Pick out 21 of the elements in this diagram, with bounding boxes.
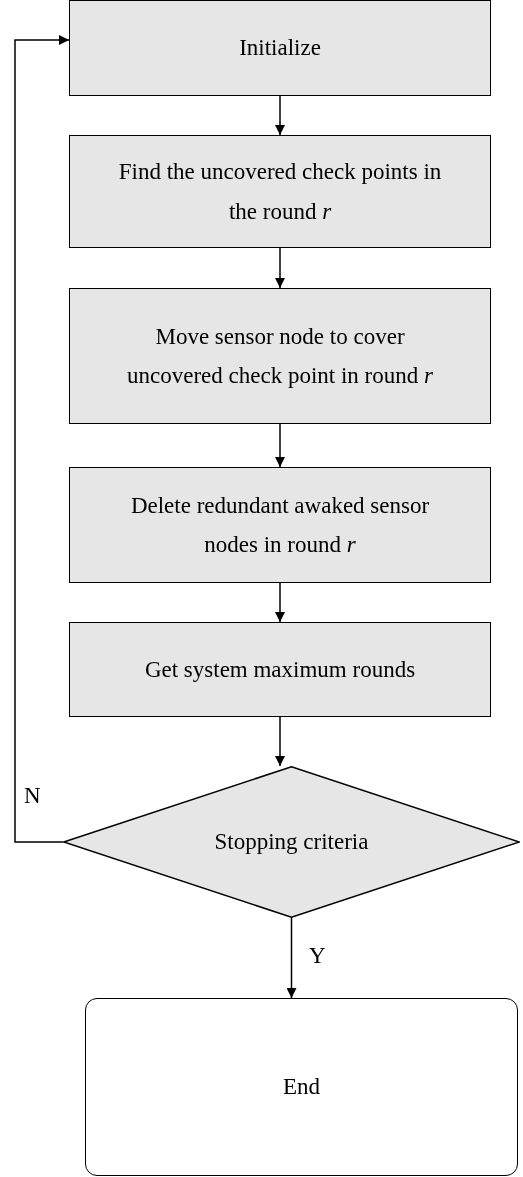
decision-diamond	[63, 766, 520, 918]
process-box	[69, 288, 491, 424]
arrow	[14, 35, 70, 843]
node-text: Initialize	[238, 34, 322, 63]
arrow	[275, 716, 285, 767]
arrow	[275, 423, 285, 468]
process-box	[69, 135, 491, 248]
process-box	[69, 467, 491, 583]
node-text: Delete redundant awaked sensor nodes in round r	[129, 491, 431, 559]
node-text: Find the uncovered check points in the round r	[117, 158, 443, 226]
node-text: Get system maximum rounds	[143, 655, 417, 684]
terminal-box	[85, 998, 518, 1176]
node-text: End	[281, 1073, 322, 1102]
arrow	[286, 917, 297, 999]
process-box	[69, 622, 491, 717]
arrow	[275, 582, 285, 623]
arrow	[275, 95, 285, 136]
node-text: Stopping criteria	[213, 828, 370, 857]
node-text: Move sensor node to cover uncovered check point in round r	[126, 322, 434, 390]
process-box	[69, 0, 491, 96]
arrow	[275, 247, 285, 289]
